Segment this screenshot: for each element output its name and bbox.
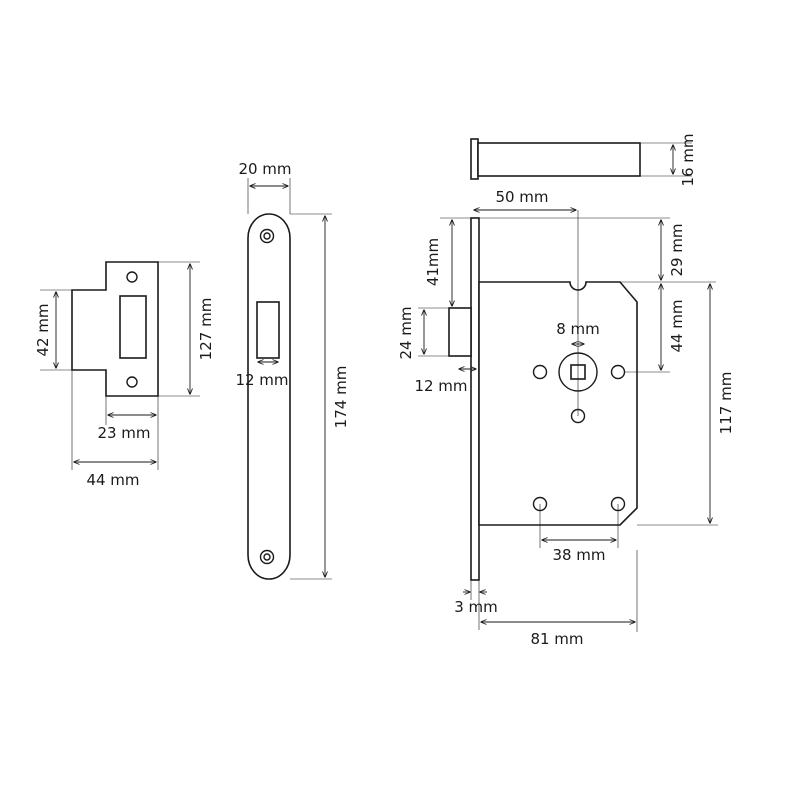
dim-label-127: 127 mm [197,298,215,361]
lock-body-view: 50 mm 41mm 29 mm 24 mm 8 mm 44 mm 12 mm … [397,188,735,648]
dim-label-23: 23 mm [97,424,150,442]
dim-label-24: 24 mm [397,306,415,359]
forend-latch-slot [256,301,280,359]
follower-flange [470,138,479,180]
dim-label-20: 20 mm [238,160,291,178]
forend-plate: 20 mm 12 mm 174 mm [235,160,350,580]
dim-label-42: 42 mm [34,303,52,356]
dim-label-12-slot: 12 mm [235,371,288,389]
lock-hole-right [610,364,626,380]
forend-outline [247,213,291,580]
dim-label-174: 174 mm [332,366,350,429]
dim-label-81: 81 mm [530,630,583,648]
dim-label-29: 29 mm [668,223,686,276]
dim-label-44-strike: 44 mm [86,471,139,489]
strike-plate-screw-hole-bottom [126,376,138,388]
dim-label-117: 117 mm [717,372,735,435]
strike-plate-bolt-slot [119,295,147,359]
follower-view: 16 mm [470,133,697,187]
dim-label-44-lock: 44 mm [668,299,686,352]
dim-label-8: 8 mm [556,320,600,338]
lock-case [478,281,638,526]
lock-hole-left [532,364,548,380]
dim-label-16: 16 mm [679,133,697,186]
dim-label-50: 50 mm [495,188,548,206]
follower-body [477,142,641,177]
latch-bolt [448,307,472,357]
dim-label-12-lock: 12 mm [414,377,467,395]
strike-plate: 42 mm 127 mm 23 mm 44 mm [34,261,215,489]
lock-forend-edge [470,217,480,581]
dim-label-41: 41mm [424,238,442,286]
strike-plate-screw-hole-top [126,271,138,283]
dim-label-3: 3 mm [454,598,498,616]
dim-label-38: 38 mm [552,546,605,564]
